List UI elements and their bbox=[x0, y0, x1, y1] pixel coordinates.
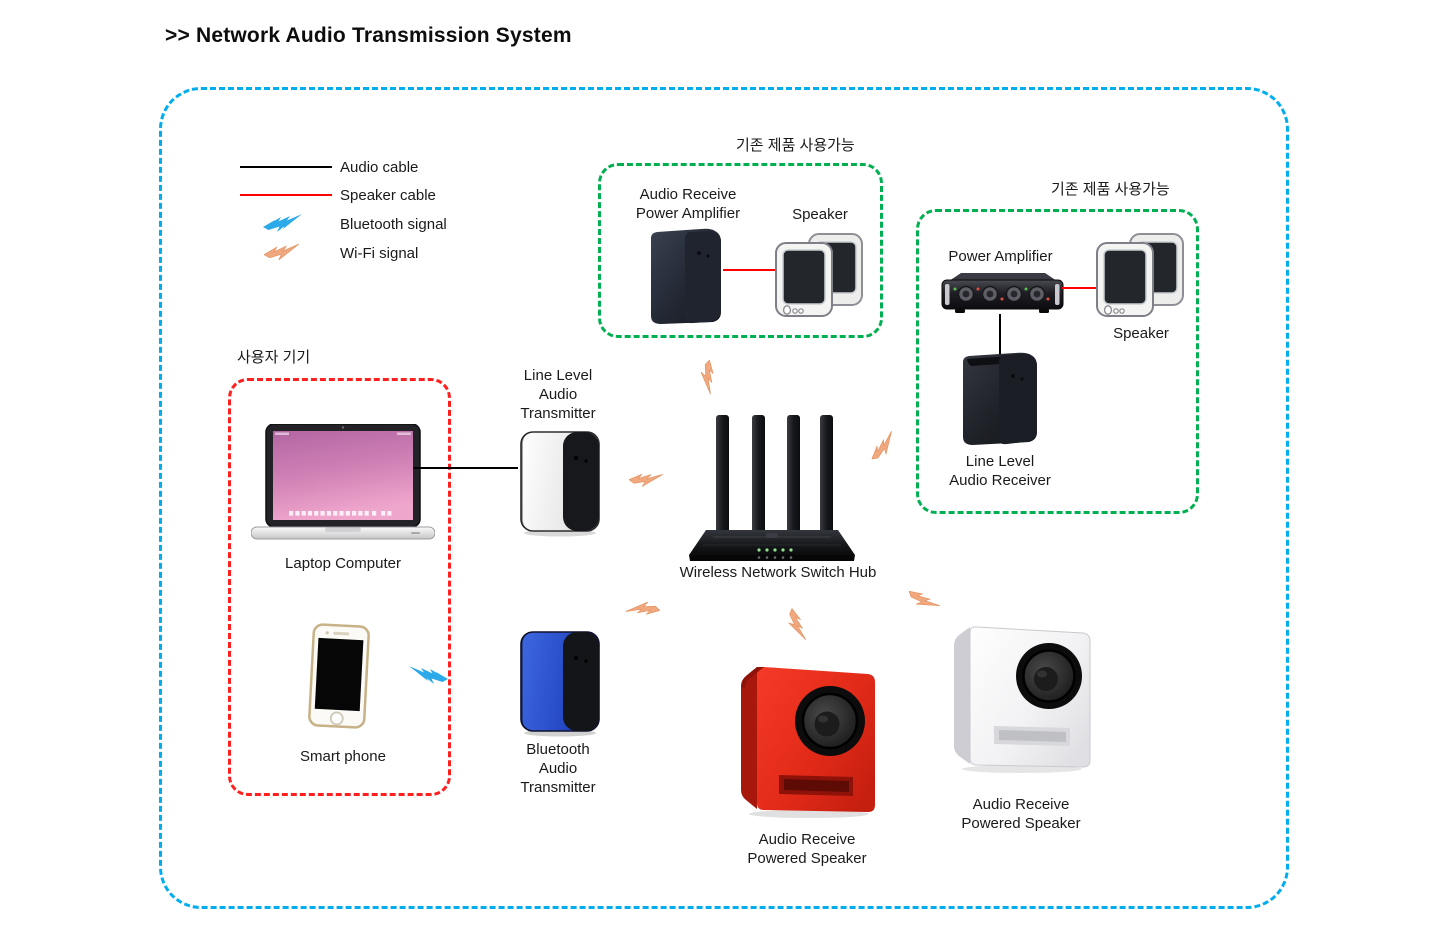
smartphone-illustration bbox=[307, 623, 370, 730]
label-line: Audio bbox=[538, 386, 578, 403]
bluetooth-signal-icon bbox=[263, 214, 303, 234]
wifi-bolt-bottom-left-icon bbox=[625, 596, 662, 620]
wifi-bolt-left-icon bbox=[628, 470, 664, 491]
line-level-audio-transmitter-label: Line Level Audio Transmitter bbox=[506, 366, 610, 423]
white-powered-speaker-illustration bbox=[950, 618, 1092, 774]
label-line: Audio Receive bbox=[758, 831, 856, 848]
line-level-audio-receiver-illustration bbox=[957, 350, 1041, 446]
label-line: Bluetooth bbox=[526, 741, 590, 758]
laptop-label: Laptop Computer bbox=[285, 555, 401, 572]
switch-hub-illustration bbox=[683, 412, 861, 564]
red-powered-speaker-illustration bbox=[737, 657, 877, 819]
legend-audio-cable-line bbox=[240, 166, 332, 168]
legend-wifi-label: Wi-Fi signal bbox=[340, 245, 419, 262]
label-line: Power Amplifier bbox=[635, 205, 741, 222]
legend-audio-cable-label: Audio cable bbox=[340, 159, 419, 176]
bluetooth-audio-transmitter-label: Bluetooth Audio Transmitter bbox=[506, 740, 610, 797]
right-speaker-label: Speaker bbox=[1113, 325, 1169, 342]
wifi-bolt-bottom-right-icon bbox=[905, 584, 941, 619]
laptop-illustration bbox=[251, 424, 435, 542]
bluetooth-audio-transmitter-illustration bbox=[518, 628, 602, 738]
label-line: Powered Speaker bbox=[961, 815, 1081, 832]
right-existing-group-box bbox=[916, 209, 1199, 514]
label-line: Line Level bbox=[523, 367, 593, 384]
top-group-caption: 기존 제품 사용가능 bbox=[736, 137, 855, 154]
top-speaker-illustration bbox=[775, 232, 865, 318]
smartphone-label: Smart phone bbox=[300, 748, 386, 765]
right-group-caption: 기존 제품 사용가능 bbox=[1051, 181, 1170, 198]
audio-receive-power-amplifier-label: Audio Receive Power Amplifier bbox=[608, 185, 768, 223]
label-line: Transmitter bbox=[520, 779, 596, 796]
red-powered-speaker-label: Audio Receive Powered Speaker bbox=[737, 830, 877, 868]
right-speaker-cable bbox=[1062, 287, 1099, 289]
wifi-bolt-bottom-icon bbox=[786, 607, 807, 643]
legend-bluetooth-label: Bluetooth signal bbox=[340, 216, 447, 233]
label-line: Audio Receive bbox=[972, 796, 1070, 813]
label-line: Transmitter bbox=[520, 405, 596, 422]
label-line: Audio bbox=[538, 760, 578, 777]
switch-hub-label: Wireless Network Switch Hub bbox=[679, 564, 877, 581]
wifi-signal-icon bbox=[264, 244, 300, 261]
label-line: Audio Receiver bbox=[949, 472, 1051, 489]
top-existing-group-box bbox=[598, 163, 883, 338]
amp-to-receiver-cable bbox=[999, 314, 1001, 358]
line-level-audio-transmitter-illustration bbox=[518, 428, 602, 538]
wifi-bolt-top-icon bbox=[695, 359, 719, 396]
user-group-caption: 사용자 기기 bbox=[237, 349, 311, 366]
legend-speaker-cable-line bbox=[240, 194, 332, 196]
legend-speaker-cable-label: Speaker cable bbox=[340, 187, 436, 204]
power-amplifier-label: Power Amplifier bbox=[948, 248, 1053, 265]
outer-system-frame bbox=[159, 87, 1289, 909]
line-level-audio-receiver-label: Line Level Audio Receiver bbox=[935, 452, 1065, 490]
label-line: Line Level bbox=[965, 453, 1035, 470]
audio-receive-power-amplifier-illustration bbox=[645, 228, 725, 325]
top-speaker-cable bbox=[723, 269, 778, 271]
label-line: Powered Speaker bbox=[747, 850, 867, 867]
laptop-audio-cable bbox=[413, 467, 518, 469]
user-devices-group-box bbox=[228, 378, 451, 796]
bluetooth-bolt-phone-icon bbox=[408, 666, 448, 686]
page-title: >> Network Audio Transmission System bbox=[165, 24, 572, 47]
wifi-bolt-right-icon bbox=[866, 430, 903, 464]
power-amplifier-illustration bbox=[941, 270, 1065, 317]
white-powered-speaker-label: Audio Receive Powered Speaker bbox=[950, 795, 1092, 833]
top-speaker-label: Speaker bbox=[792, 206, 848, 223]
right-speaker-illustration bbox=[1096, 232, 1186, 318]
label-line: Audio Receive bbox=[639, 186, 737, 203]
